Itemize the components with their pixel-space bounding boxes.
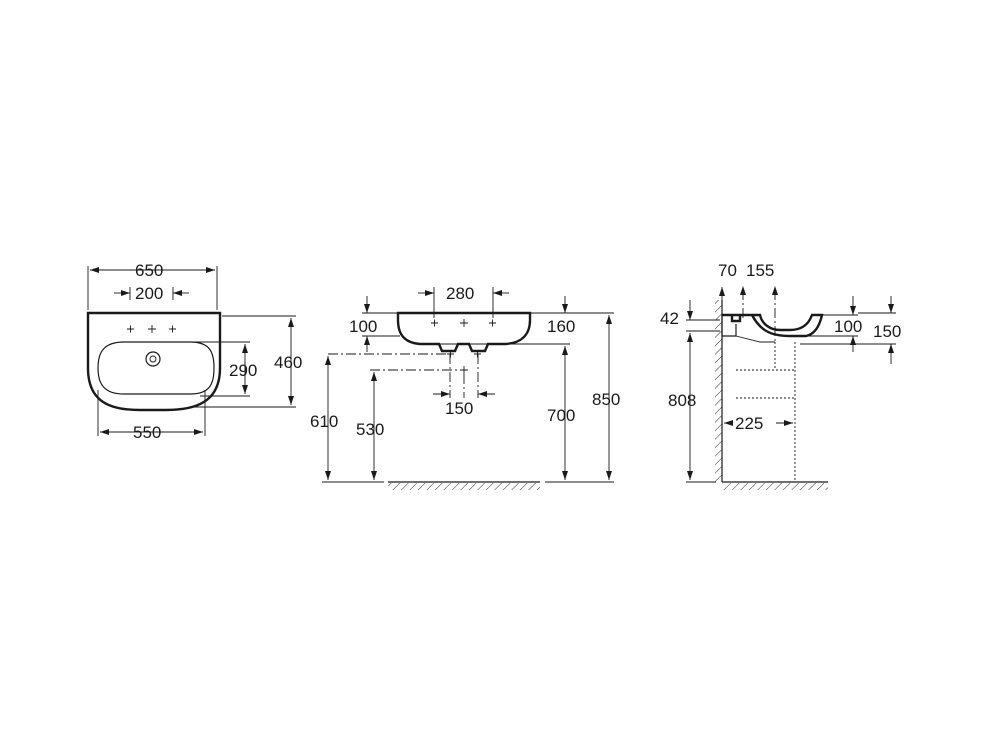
dim-front-bowl: 160: [500, 296, 575, 345]
side-underside: [735, 335, 775, 343]
dim-side-808: 808: [668, 330, 720, 480]
dim-side-100: 100: [806, 296, 862, 352]
tap-holes: [127, 325, 176, 333]
dim-label-225: 225: [735, 414, 763, 433]
dim-label-42: 42: [660, 309, 679, 328]
dim-bottom-width: 550: [97, 390, 206, 442]
drain-icon: [145, 351, 161, 367]
side-floor-hatch: [722, 483, 828, 490]
basin-outline-front: [396, 311, 532, 353]
dim-front-700: 700: [547, 346, 575, 480]
dim-side-225: 225: [724, 414, 793, 433]
front-waste-holes: [447, 350, 481, 374]
dim-label-700: 700: [547, 406, 575, 425]
dim-label-155: 155: [746, 261, 774, 280]
dim-label-150-front: 150: [445, 399, 473, 418]
dim-label-610: 610: [310, 412, 338, 431]
dim-tap-spacing: 200: [114, 284, 189, 303]
basin-outline-top: [86, 311, 222, 412]
dim-overall-width: 650: [87, 261, 218, 310]
side-wall-hatch: [715, 300, 722, 482]
dim-label-200: 200: [135, 284, 163, 303]
side-pedestal: [736, 342, 796, 482]
dim-front-tap-spacing: 280: [418, 284, 509, 318]
dim-label-290: 290: [229, 361, 257, 380]
dim-label-850: 850: [592, 390, 620, 409]
dim-label-70: 70: [718, 261, 737, 280]
drain-inner-icon: [149, 355, 157, 363]
inner-bowl-top: [97, 341, 215, 395]
dim-label-100-side: 100: [834, 317, 862, 336]
dim-label-530: 530: [356, 420, 384, 439]
dim-label-460: 460: [274, 353, 302, 372]
dim-depth: 460: [190, 315, 302, 408]
side-bracket: [721, 315, 737, 337]
front-view: 280 100 160 150: [310, 284, 620, 490]
front-tap-holes: [431, 319, 496, 327]
side-view: 70 155 42 808 100: [660, 261, 901, 490]
dim-label-280: 280: [446, 284, 474, 303]
dim-bowl-depth: 290: [190, 341, 257, 397]
dim-label-160: 160: [547, 317, 575, 336]
dim-front-610: 610: [310, 356, 338, 480]
dim-front-530: 530: [356, 372, 384, 480]
dim-label-150-side: 150: [873, 322, 901, 341]
dim-label-650: 650: [135, 261, 163, 280]
dim-label-550: 550: [133, 423, 161, 442]
dim-side-42: 42: [660, 300, 720, 328]
basin-profile-side: [722, 313, 824, 338]
dim-label-100-front: 100: [349, 317, 377, 336]
dim-front-850: 850: [570, 312, 620, 480]
dim-label-808: 808: [668, 391, 696, 410]
dim-front-waste: 150: [433, 391, 495, 418]
front-floor-hatch: [388, 483, 540, 490]
dim-front-rim: 100: [349, 296, 400, 352]
top-view: 650 200 460 290: [86, 261, 302, 442]
dim-side-top: 70 155: [718, 261, 778, 300]
dim-side-150: 150: [800, 296, 901, 364]
